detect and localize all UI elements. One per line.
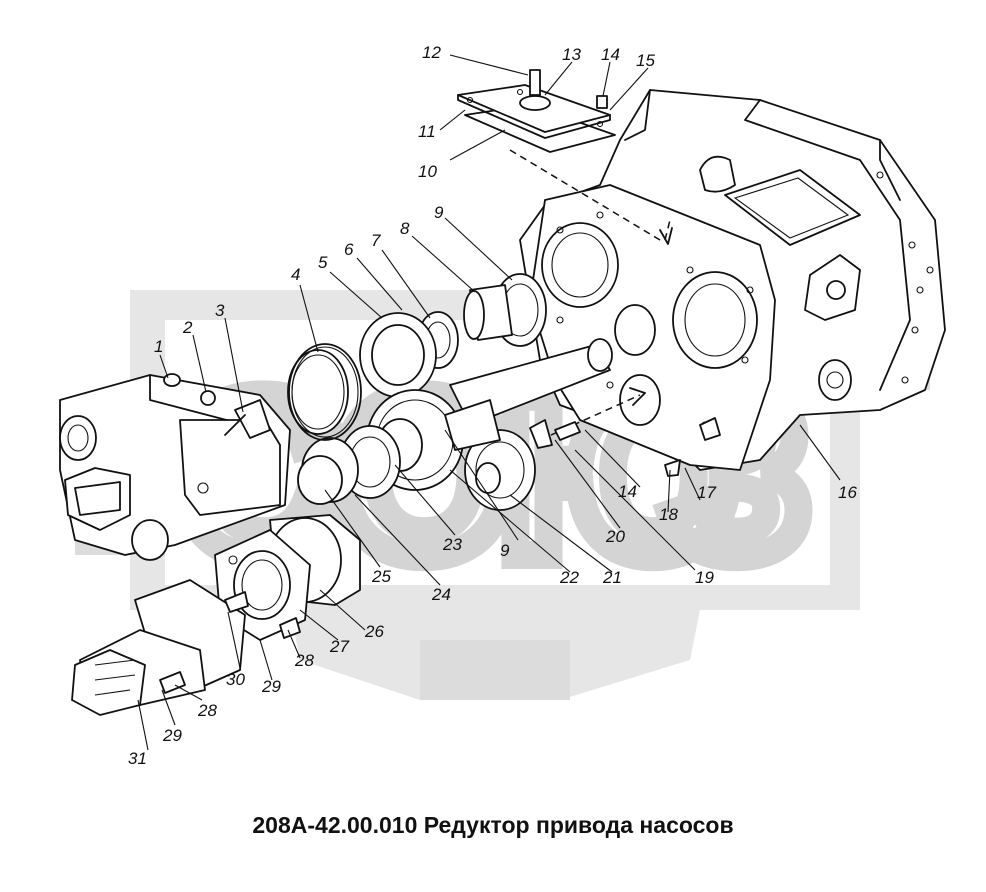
label-11: 11	[418, 122, 436, 141]
label-15: 15	[636, 51, 655, 70]
label-1: 1	[154, 337, 163, 356]
o-ring	[288, 343, 362, 441]
pump-housing	[59, 373, 291, 561]
label-14-top: 14	[601, 45, 620, 64]
label-31: 31	[128, 749, 147, 768]
label-22: 22	[559, 568, 579, 587]
leader-lines	[137, 54, 841, 751]
label-5: 5	[318, 253, 328, 272]
label-29-lower: 29	[162, 726, 182, 745]
label-21: 21	[602, 568, 622, 587]
diagram-caption: 208А-42.00.010 Редуктор привода насосов	[252, 812, 734, 838]
label-26: 26	[364, 622, 384, 641]
label-9-lower: 9	[500, 541, 510, 560]
label-16: 16	[838, 483, 857, 502]
label-6: 6	[344, 240, 354, 259]
label-4: 4	[291, 265, 300, 284]
label-17: 17	[697, 483, 716, 502]
label-28-lower: 28	[197, 701, 217, 720]
label-13: 13	[562, 45, 581, 64]
label-8: 8	[400, 219, 410, 238]
label-19: 19	[695, 568, 714, 587]
label-20: 20	[605, 527, 625, 546]
label-3: 3	[215, 301, 225, 320]
label-27: 27	[329, 637, 349, 656]
label-7: 7	[371, 231, 381, 250]
label-9-upper: 9	[434, 203, 444, 222]
label-25: 25	[371, 567, 391, 586]
label-12: 12	[422, 43, 441, 62]
part-labels: 1 2 3 4 5 6 7 8 9 10 11 12 13 14 15 16 1…	[128, 43, 857, 768]
bolts	[529, 417, 721, 477]
label-14-lower: 14	[618, 482, 637, 501]
label-24: 24	[431, 585, 451, 604]
label-10: 10	[418, 162, 437, 181]
label-28-upper: 28	[294, 651, 314, 670]
top-cover-assembly	[457, 69, 616, 153]
label-18: 18	[659, 505, 678, 524]
label-2: 2	[182, 318, 193, 337]
label-30: 30	[226, 670, 245, 689]
upper-gear-shaft	[287, 273, 613, 435]
label-29-upper: 29	[261, 677, 281, 696]
gearbox-housing	[509, 89, 946, 471]
lower-gears	[297, 387, 646, 546]
flange-and-pump	[71, 514, 361, 716]
label-23: 23	[442, 535, 462, 554]
